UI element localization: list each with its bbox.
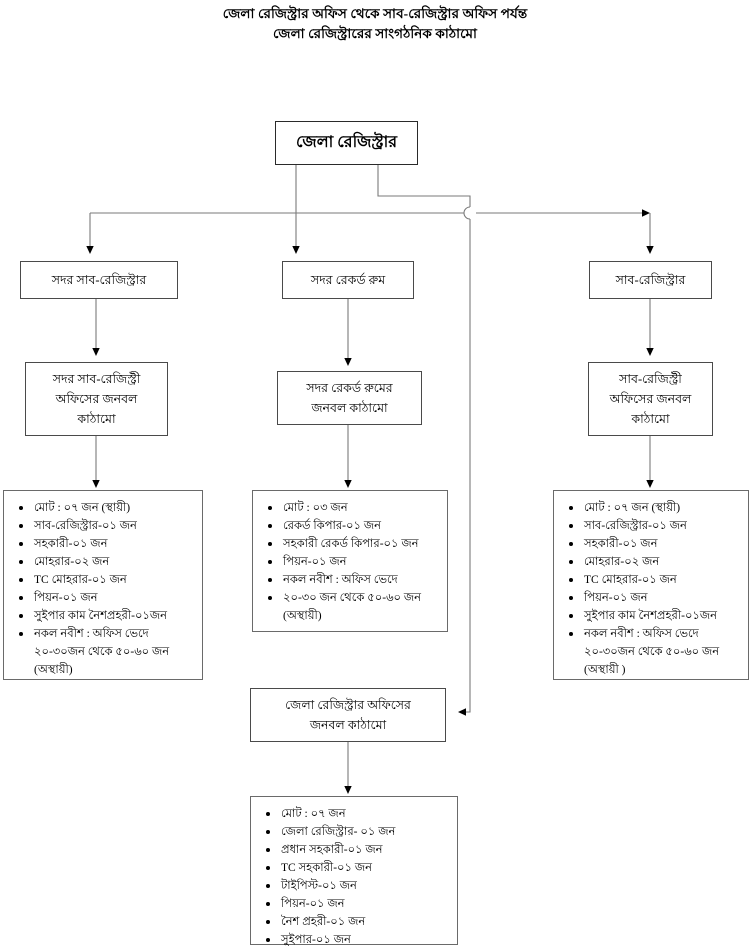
list-item: TC মোহরার-০১ জন (569, 571, 742, 589)
list-item: সহকারী-০১ জন (19, 535, 196, 553)
list-item: সাব-রেজিস্ট্রার-০১ জন (19, 517, 196, 535)
list-sadar-sub-registry-items: মোট : ০৭ জন (স্থায়ী) সাব-রেজিস্ট্রার-০১… (8, 499, 196, 679)
node-sub-registrar[interactable]: সাব-রেজিস্ট্রার (589, 261, 712, 299)
list-item: সুইপার কাম নৈশপ্রহরী-০১জন (19, 607, 196, 625)
node-district-registrar-office-manpower[interactable]: জেলা রেজিস্ট্রার অফিসের জনবল কাঠামো (250, 688, 446, 742)
node-sadar-record-room[interactable]: সদর রেকর্ড রুম (282, 261, 414, 299)
list-item: নকল নবীশ : অফিস ভেদে ২০-৩০জন থেকে ৫০-৬০ … (19, 625, 196, 679)
list-sadar-record-room-manpower: মোট : ০৩ জন রেকর্ড কিপার-০১ জন সহকারী রে… (252, 490, 448, 632)
node-district-registrar-office-manpower-label: জেলা রেজিস্ট্রার অফিসের জনবল কাঠামো (285, 698, 411, 732)
list-sadar-record-room-items: মোট : ০৩ জন রেকর্ড কিপার-০১ জন সহকারী রে… (257, 499, 441, 625)
list-item: নকল নবীশ : অফিস ভেদে (268, 571, 441, 589)
list-item: মোট : ০৭ জন (266, 805, 451, 823)
chart-title-line-2: জেলা রেজিস্ট্রারের সাংগঠনিক কাঠামো (272, 26, 478, 41)
list-item: জেলা রেজিস্ট্রার- ০১ জন (266, 823, 451, 841)
list-item: সুইপার-০১ জন (266, 931, 451, 949)
list-item: পিয়ন-০১ জন (266, 895, 451, 913)
list-district-registrar-office-items: মোট : ০৭ জন জেলা রেজিস্ট্রার- ০১ জন প্রধ… (255, 805, 451, 949)
list-item: প্রধান সহকারী-০১ জন (266, 841, 451, 859)
node-sadar-record-room-manpower-label: সদর রেকর্ড রুমের জনবল কাঠামো (306, 381, 393, 415)
node-district-registrar[interactable]: জেলা রেজিস্ট্রার (275, 121, 418, 165)
node-sadar-record-room-manpower[interactable]: সদর রেকর্ড রুমের জনবল কাঠামো (277, 371, 422, 425)
chart-title-line-1: জেলা রেজিস্ট্রার অফিস থেকে সাব-রেজিস্ট্র… (222, 6, 528, 21)
node-district-registrar-label: জেলা রেজিস্ট্রার (295, 134, 398, 151)
chart-title: জেলা রেজিস্ট্রার অফিস থেকে সাব-রেজিস্ট্র… (0, 4, 750, 44)
list-item: TC সহকারী-০১ জন (266, 859, 451, 877)
list-sadar-sub-registry-manpower: মোট : ০৭ জন (স্থায়ী) সাব-রেজিস্ট্রার-০১… (3, 490, 203, 680)
list-item: মোহরার-০২ জন (19, 553, 196, 571)
list-district-registrar-office-manpower: মোট : ০৭ জন জেলা রেজিস্ট্রার- ০১ জন প্রধ… (250, 796, 458, 946)
node-sadar-sub-registrar-label: সদর সাব-রেজিস্ট্রার (51, 273, 147, 287)
list-item: পিয়ন-০১ জন (19, 589, 196, 607)
list-item: ২০-৩০ জন থেকে ৫০-৬০ জন (অস্থায়ী) (268, 589, 441, 625)
list-item: মোট : ০৭ জন (স্থায়ী) (569, 499, 742, 517)
list-item: নকল নবীশ : অফিস ভেদে ২০-৩০জন থেকে ৫০-৬০ … (569, 625, 742, 679)
list-item: সহকারী রেকর্ড কিপার-০১ জন (268, 535, 441, 553)
node-sadar-sub-registry-manpower-label: সদর সাব-রেজিস্ট্রী অফিসের জনবল কাঠামো (52, 372, 141, 426)
list-item: TC মোহরার-০১ জন (19, 571, 196, 589)
list-item: পিয়ন-০১ জন (569, 589, 742, 607)
node-sub-registrar-label: সাব-রেজিস্ট্রার (615, 273, 686, 287)
list-sub-registry-manpower: মোট : ০৭ জন (স্থায়ী) সাব-রেজিস্ট্রার-০১… (553, 490, 749, 680)
list-item: পিয়ন-০১ জন (268, 553, 441, 571)
list-item: মোট : ০৭ জন (স্থায়ী) (19, 499, 196, 517)
node-sadar-sub-registrar[interactable]: সদর সাব-রেজিস্ট্রার (20, 261, 178, 299)
list-item: মোহরার-০২ জন (569, 553, 742, 571)
node-sub-registry-manpower-label: সাব-রেজিস্ট্রী অফিসের জনবল কাঠামো (609, 372, 692, 426)
list-item: সহকারী-০১ জন (569, 535, 742, 553)
node-sub-registry-manpower[interactable]: সাব-রেজিস্ট্রী অফিসের জনবল কাঠামো (588, 362, 713, 436)
node-sadar-sub-registry-manpower[interactable]: সদর সাব-রেজিস্ট্রী অফিসের জনবল কাঠামো (25, 362, 168, 436)
list-item: রেকর্ড কিপার-০১ জন (268, 517, 441, 535)
list-item: টাইপিস্ট-০১ জন (266, 877, 451, 895)
list-item: সাব-রেজিস্ট্রার-০১ জন (569, 517, 742, 535)
node-sadar-record-room-label: সদর রেকর্ড রুম (310, 273, 386, 287)
list-item: সুইপার কাম নৈশপ্রহরী-০১জন (569, 607, 742, 625)
list-sub-registry-items: মোট : ০৭ জন (স্থায়ী) সাব-রেজিস্ট্রার-০১… (558, 499, 742, 679)
list-item: মোট : ০৩ জন (268, 499, 441, 517)
list-item: নৈশ প্রহরী-০১ জন (266, 913, 451, 931)
